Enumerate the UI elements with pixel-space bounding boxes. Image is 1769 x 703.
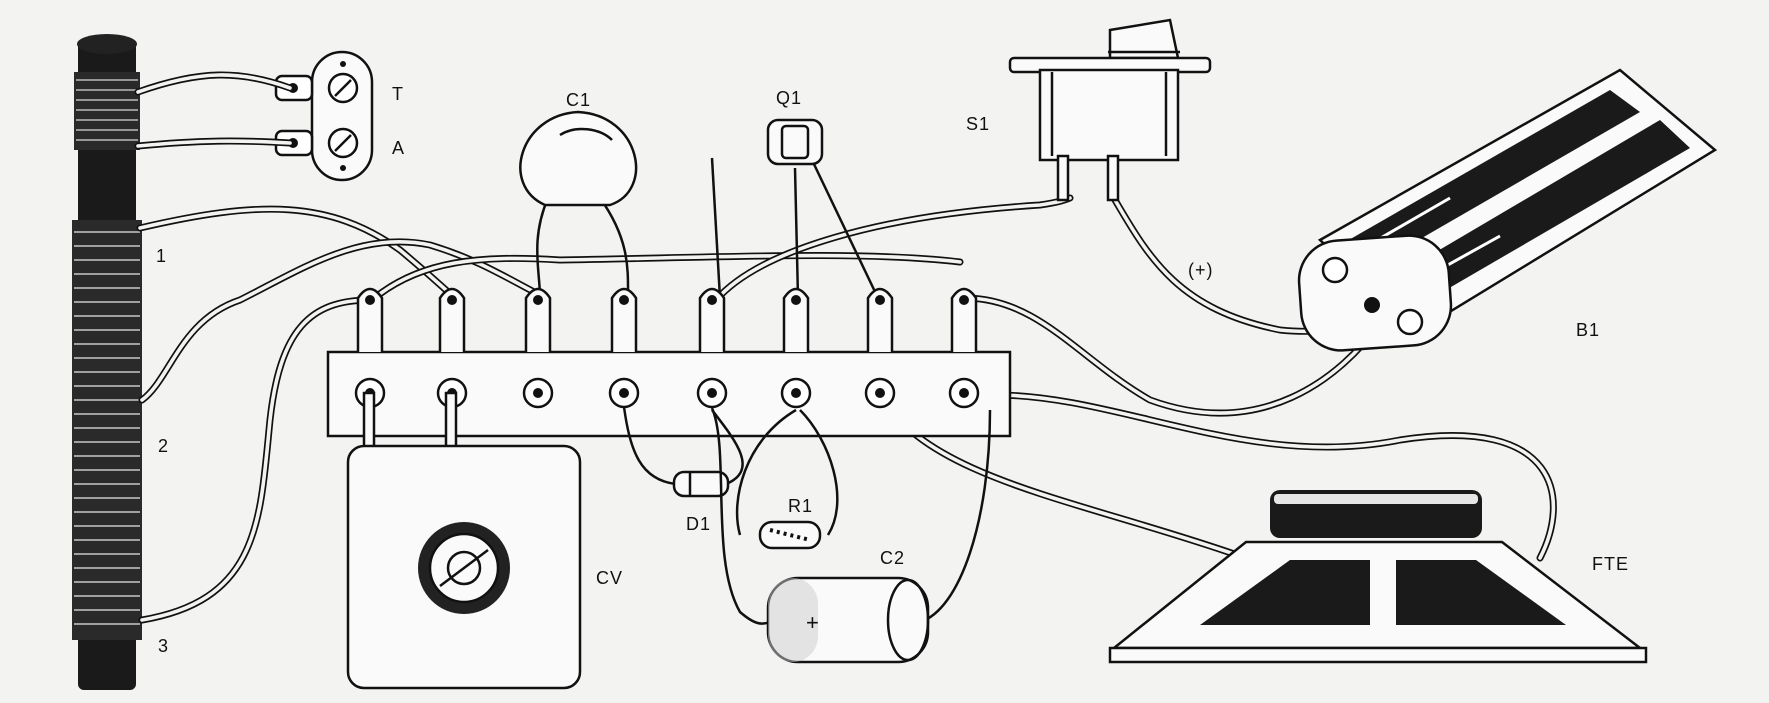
- switch-s1: [1008, 18, 1212, 202]
- speaker-fte: [1108, 490, 1648, 664]
- label-c2: C2: [880, 548, 905, 568]
- terminal-strip: [326, 287, 1012, 438]
- coil-winding-top: [74, 72, 140, 150]
- label-c1: C1: [566, 90, 591, 110]
- variable-capacitor-cv: [346, 391, 582, 690]
- label-fte: FTE: [1592, 554, 1629, 574]
- label-polarity-plus: (+): [1188, 260, 1214, 280]
- diode-d1: [622, 406, 744, 498]
- label-s1: S1: [966, 114, 990, 134]
- coil-winding-main: [72, 220, 142, 640]
- component-labels: T A C1 Q1 S1 1 2 3 (+) B1 CV D1 R1 C2 + …: [156, 84, 1629, 656]
- label-t: T: [392, 84, 404, 104]
- label-c2-plus: +: [806, 610, 820, 635]
- wiring: [134, 71, 1557, 624]
- capacitor-c1: [519, 110, 638, 299]
- antenna-ground-terminal: [274, 50, 374, 182]
- label-coil-tap-2: 2: [158, 436, 169, 456]
- label-a: A: [392, 138, 405, 158]
- capacitor-c2: [710, 407, 992, 664]
- rivet-row: [354, 377, 980, 409]
- label-cv: CV: [596, 568, 623, 588]
- label-coil-tap-3: 3: [158, 636, 169, 656]
- solder-lug-row: [356, 287, 978, 352]
- battery-b1: [1297, 68, 1718, 352]
- resistor-r1: [735, 408, 839, 550]
- label-b1: B1: [1576, 320, 1600, 340]
- label-d1: D1: [686, 514, 711, 534]
- label-coil-tap-1: 1: [156, 246, 167, 266]
- transistor-q1: [766, 118, 824, 166]
- coil-antenna-rod: [72, 34, 142, 690]
- label-q1: Q1: [776, 88, 802, 108]
- label-r1: R1: [788, 496, 813, 516]
